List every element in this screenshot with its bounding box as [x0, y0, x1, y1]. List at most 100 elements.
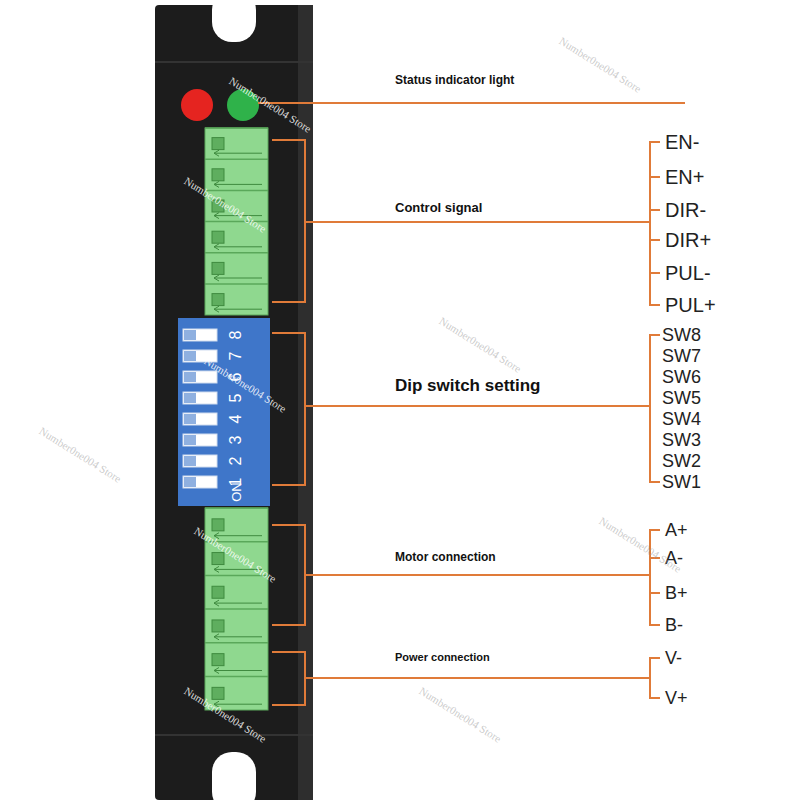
- watermark: Number0ne004 Store: [437, 315, 523, 374]
- housing-seam: [155, 734, 313, 736]
- watermark: Number0ne004 Store: [557, 35, 643, 94]
- terminal-arrow: [214, 150, 262, 156]
- dip-lever: [184, 330, 196, 340]
- terminal-arrow: [214, 600, 262, 606]
- bracket: [272, 652, 305, 705]
- dip-lever: [184, 372, 196, 382]
- terminal-arrow: [214, 181, 262, 187]
- terminal-divider: [205, 252, 268, 254]
- signal-name: DIR+: [665, 230, 711, 250]
- dip-slot: [183, 455, 217, 467]
- switch-number: 8: [228, 331, 244, 340]
- terminal-divider: [205, 158, 268, 160]
- dip-lever: [184, 414, 196, 424]
- housing-seam: [155, 61, 313, 63]
- terminal-arrow: [214, 533, 262, 539]
- terminal-divider: [205, 507, 268, 509]
- terminal-arrow: [214, 634, 262, 640]
- terminal-name: B-: [665, 616, 683, 634]
- dip-lever: [184, 393, 196, 403]
- switch-on-mark: ON: [230, 482, 243, 502]
- bracket: [650, 335, 660, 482]
- dip-lever: [184, 351, 196, 361]
- mounting-slot: [212, 752, 256, 800]
- switch-name: SW1: [662, 473, 701, 491]
- leader-line: [305, 677, 650, 679]
- signal-name: EN-: [665, 132, 699, 152]
- leader-tick: [650, 239, 660, 241]
- dip-lever: [184, 435, 196, 445]
- terminal-name: V+: [665, 689, 688, 707]
- bracket: [650, 142, 660, 305]
- leader-tick: [650, 209, 660, 211]
- switch-number: 4: [228, 415, 244, 424]
- switch-name: SW5: [662, 389, 701, 407]
- switch-name: SW7: [662, 347, 701, 365]
- terminal-divider: [205, 608, 268, 610]
- screw-hole: [212, 553, 224, 565]
- dip-lever: [184, 477, 196, 487]
- dip-slot: [183, 413, 217, 425]
- switch-number: 2: [228, 457, 244, 466]
- callout-title: Status indicator light: [395, 74, 514, 86]
- screw-hole: [212, 519, 224, 531]
- switch-number: 7: [228, 352, 244, 361]
- watermark: Number0ne004 Store: [37, 425, 123, 484]
- red-led: [181, 89, 213, 121]
- screw-hole: [212, 586, 224, 598]
- callout-title: Motor connection: [395, 551, 496, 563]
- leader-tick: [650, 592, 660, 594]
- dip-switch-body: [178, 318, 270, 506]
- dip-slot: [183, 476, 217, 488]
- leader-line: [305, 574, 650, 576]
- screw-hole: [212, 294, 224, 306]
- terminal-arrow: [214, 668, 262, 674]
- screw-hole: [212, 620, 224, 632]
- switch-name: SW3: [662, 431, 701, 449]
- bracket: [650, 530, 660, 625]
- terminal-divider: [205, 283, 268, 285]
- dip-slot: [183, 371, 217, 383]
- dip-switch-levers: [183, 329, 217, 488]
- terminal-name: V-: [665, 649, 682, 667]
- screw-hole: [212, 138, 224, 150]
- leader-tick: [650, 272, 660, 274]
- terminal-arrow: [214, 306, 262, 312]
- terminal-arrow: [214, 244, 262, 250]
- signal-name: EN+: [665, 167, 704, 187]
- driver-housing: [155, 5, 313, 800]
- screw-hole: [212, 169, 224, 181]
- terminal-divider: [205, 642, 268, 644]
- switch-name: SW6: [662, 368, 701, 386]
- screw-hole: [212, 262, 224, 274]
- screw-hole: [212, 687, 224, 699]
- leader-lines: [258, 103, 685, 705]
- callout-title: Dip switch setting: [395, 377, 540, 394]
- terminal-divider: [205, 127, 268, 129]
- terminal-name: A+: [665, 521, 688, 539]
- signal-name: PUL+: [665, 295, 716, 315]
- switch-name: SW8: [662, 326, 701, 344]
- terminal-name: B+: [665, 584, 688, 602]
- leader-tick: [650, 176, 660, 178]
- callout-title: Control signal: [395, 201, 482, 214]
- dip-slot: [183, 329, 217, 341]
- switch-name: SW2: [662, 452, 701, 470]
- mounting-slot: [212, 0, 256, 42]
- switch-number: 5: [228, 394, 244, 403]
- screw-hole: [212, 231, 224, 243]
- leader-line: [305, 405, 650, 407]
- bracket: [272, 140, 305, 302]
- terminal-divider: [205, 676, 268, 678]
- bracket: [650, 658, 660, 698]
- dip-slot: [183, 434, 217, 446]
- switch-number: 3: [228, 436, 244, 445]
- leader-line: [305, 221, 650, 223]
- switch-name: SW4: [662, 410, 701, 428]
- signal-name: PUL-: [665, 263, 711, 283]
- callout-title: Power connection: [395, 652, 490, 663]
- watermark: Number0ne004 Store: [417, 685, 503, 744]
- terminal-arrow: [214, 275, 262, 281]
- dip-slot: [183, 392, 217, 404]
